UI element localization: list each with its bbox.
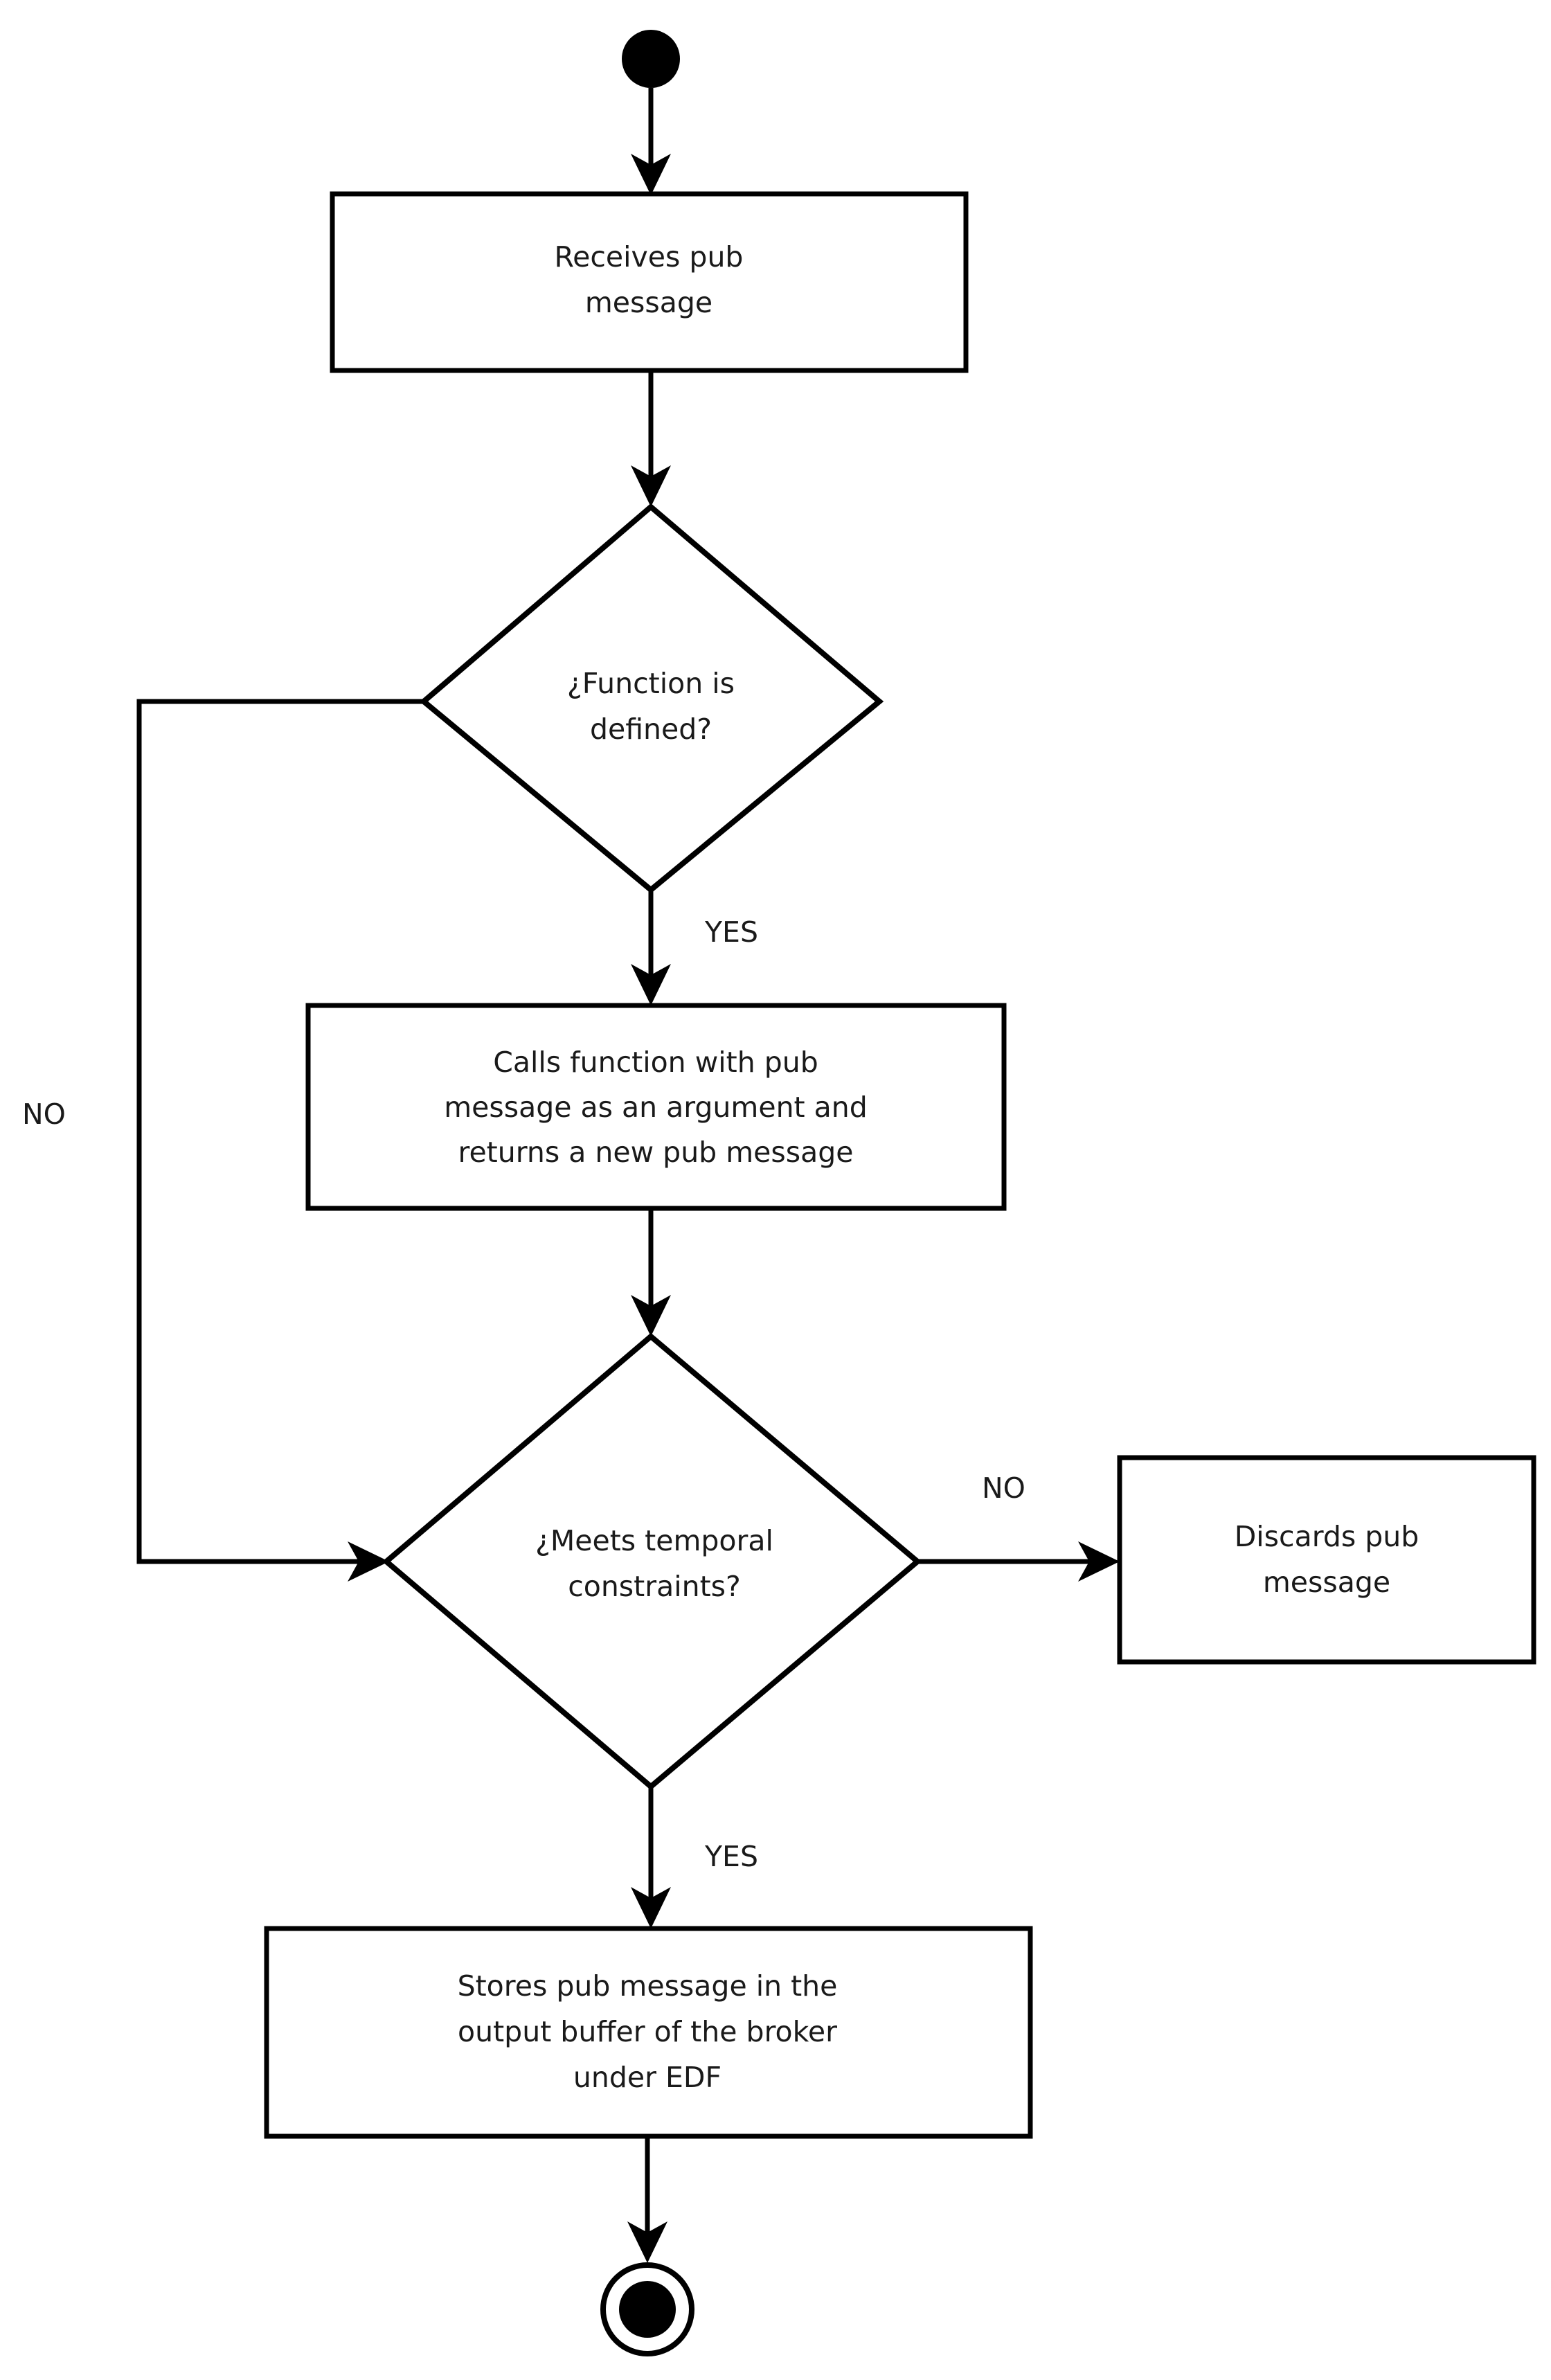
node-calls-function-line-1: Calls function with pub	[493, 1046, 818, 1079]
node-discards-line-2: message	[1263, 1566, 1390, 1599]
node-stores-pub-message[interactable]: Stores pub message in the output buffer …	[264, 1926, 1033, 2139]
node-temporal-line-1: ¿Meets temporal	[535, 1524, 773, 1557]
arrowhead-icon	[348, 1541, 389, 1582]
node-stores-line-1: Stores pub message in the	[458, 1969, 838, 2003]
edge-label-temporal-yes: YES	[704, 1840, 758, 1873]
node-receives-line-1: Receives pub	[555, 240, 744, 274]
node-temporal-line-2: constraints?	[568, 1570, 741, 1603]
arrowhead-icon	[631, 465, 671, 507]
arrowhead-icon	[631, 1887, 671, 1929]
edge-start-to-receives	[631, 88, 671, 195]
node-calls-function[interactable]: Calls function with pub message as an ar…	[305, 1003, 1007, 1211]
node-discards-line-1: Discards pub	[1235, 1520, 1419, 1553]
arrowhead-icon	[1078, 1541, 1120, 1582]
edge-function-defined-yes	[631, 890, 671, 1005]
arrowhead-icon	[631, 154, 671, 195]
node-receives-line-2: message	[585, 286, 712, 319]
arrowhead-icon	[627, 2221, 667, 2263]
edge-label-function-defined-yes: YES	[704, 915, 758, 949]
node-calls-function-line-2: message as an argument and	[444, 1091, 868, 1124]
node-meets-temporal-constraints[interactable]: ¿Meets temporal constraints?	[382, 1332, 922, 1791]
arrowhead-icon	[631, 964, 671, 1005]
node-receives-pub-message[interactable]: Receives pub message	[330, 191, 969, 373]
node-function-defined-line-1: ¿Function is	[567, 667, 735, 700]
edge-label-temporal-no: NO	[982, 1471, 1025, 1505]
node-discards-pub-message[interactable]: Discards pub message	[1117, 1455, 1536, 1665]
edge-temporal-no	[917, 1541, 1120, 1582]
node-function-defined-line-2: defined?	[590, 713, 712, 746]
node-function-is-defined[interactable]: ¿Function is defined?	[419, 503, 884, 894]
arrowhead-icon	[631, 1295, 671, 1336]
node-calls-function-line-3: returns a new pub message	[458, 1136, 853, 1169]
node-stores-line-3: under EDF	[573, 2061, 721, 2094]
edge-function-defined-no	[136, 699, 424, 1582]
edge-stores-to-end	[627, 2136, 667, 2263]
edge-calls-to-temporal	[631, 1208, 671, 1336]
edge-receives-to-function-defined	[631, 370, 671, 507]
start-node-icon	[622, 30, 680, 88]
edge-label-function-defined-no: NO	[22, 1098, 66, 1131]
node-stores-line-2: output buffer of the broker	[458, 2015, 837, 2048]
end-node-icon	[600, 2262, 694, 2356]
edge-temporal-yes	[631, 1787, 671, 1929]
